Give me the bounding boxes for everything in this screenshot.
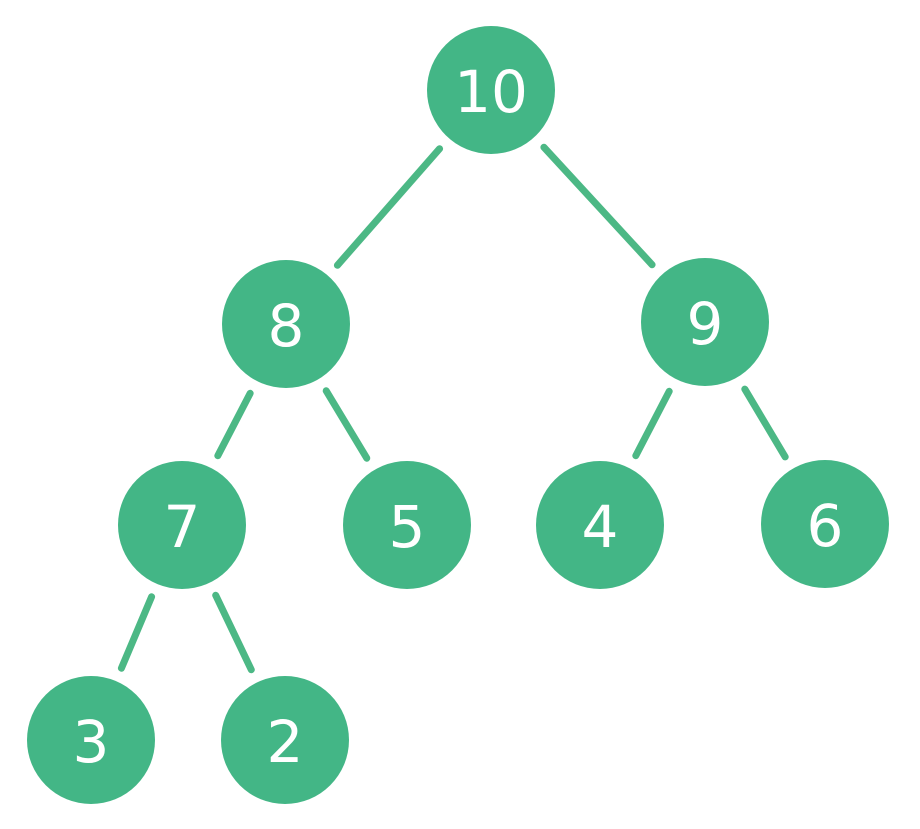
tree-node-8: 8 bbox=[222, 260, 350, 388]
edge-n9-n4 bbox=[632, 387, 673, 460]
edge-n10-n8 bbox=[333, 145, 444, 269]
node-circle bbox=[427, 26, 555, 154]
node-label: 4 bbox=[582, 493, 619, 561]
tree-node-4: 4 bbox=[536, 461, 664, 589]
node-circle bbox=[761, 460, 889, 588]
node-circle bbox=[222, 260, 350, 388]
edges-layer bbox=[117, 143, 789, 674]
node-label: 5 bbox=[389, 493, 426, 561]
edge-n9-n6 bbox=[741, 385, 789, 461]
node-label: 3 bbox=[73, 708, 110, 776]
tree-node-9: 9 bbox=[641, 258, 769, 386]
node-label: 2 bbox=[267, 708, 304, 776]
node-circle bbox=[118, 461, 246, 589]
tree-node-7: 7 bbox=[118, 461, 246, 589]
node-circle bbox=[221, 676, 349, 804]
node-circle bbox=[27, 676, 155, 804]
tree-node-6: 6 bbox=[761, 460, 889, 588]
edge-n8-n7 bbox=[214, 389, 254, 460]
nodes-layer: 10 8 9 7 5 4 6 3 2 bbox=[27, 26, 889, 804]
edge-n10-n9 bbox=[540, 143, 656, 269]
tree-node-5: 5 bbox=[343, 461, 471, 589]
node-circle bbox=[641, 258, 769, 386]
node-circle bbox=[536, 461, 664, 589]
node-label: 9 bbox=[687, 290, 724, 358]
tree-node-10: 10 bbox=[427, 26, 555, 154]
node-label: 6 bbox=[807, 492, 844, 560]
edge-n7-n3 bbox=[117, 593, 156, 672]
edge-n8-n5 bbox=[322, 387, 371, 462]
tree-node-2: 2 bbox=[221, 676, 349, 804]
node-circle bbox=[343, 461, 471, 589]
node-label: 7 bbox=[164, 493, 201, 561]
tree-node-3: 3 bbox=[27, 676, 155, 804]
node-label: 10 bbox=[454, 58, 528, 126]
node-label: 8 bbox=[268, 292, 305, 360]
edge-n7-n2 bbox=[212, 591, 255, 674]
